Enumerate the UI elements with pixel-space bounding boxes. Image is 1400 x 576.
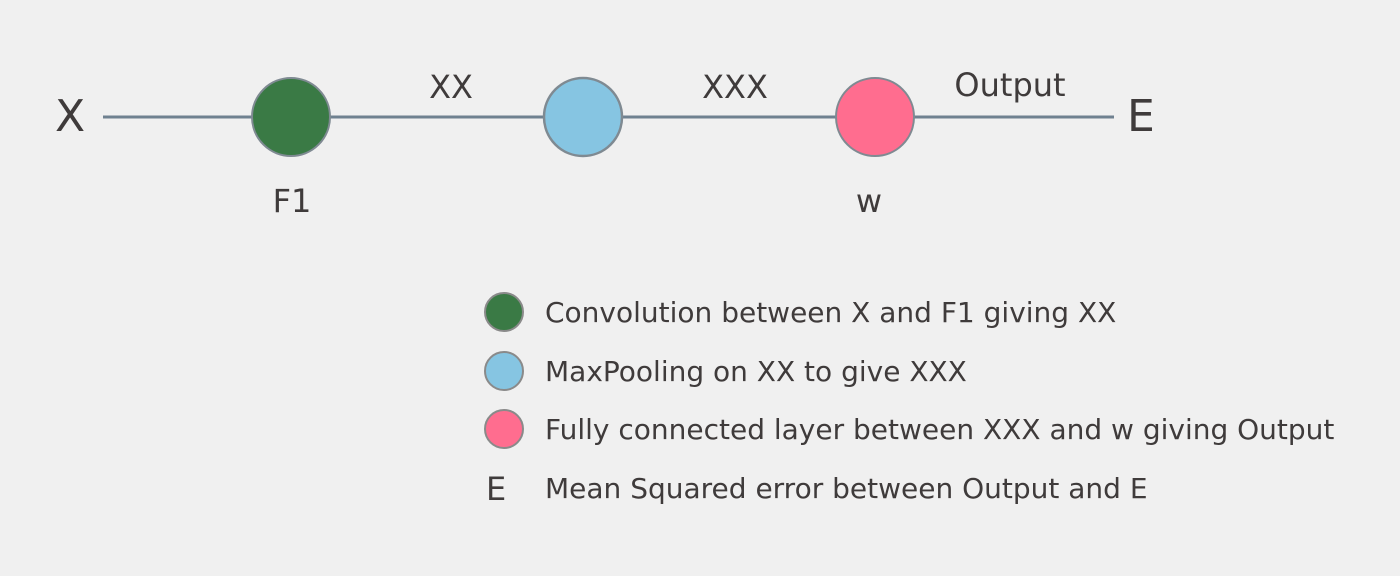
- legend-swatch-fully-connected: [484, 409, 524, 449]
- edge-label-output: Output: [954, 66, 1065, 104]
- legend-item-fully-connected: Fully connected layer between XXX and w …: [482, 409, 1382, 468]
- node-fully-connected: [835, 77, 915, 157]
- legend-label-convolution: Convolution between X and F1 giving XX: [545, 296, 1117, 329]
- legend-item-convolution: Convolution between X and F1 giving XX: [482, 292, 1382, 351]
- node-convolution: [251, 77, 331, 157]
- target-label-e: E: [1127, 91, 1155, 142]
- legend-item-maxpooling: MaxPooling on XX to give XXX: [482, 350, 1382, 410]
- input-label-x: X: [55, 91, 85, 142]
- legend-swatch-convolution: [484, 292, 524, 332]
- legend-label-mse: Mean Squared error between Output and E: [545, 471, 1148, 505]
- legend-letter-e: E: [486, 469, 507, 508]
- node-maxpooling: [542, 76, 624, 158]
- legend: Convolution between X and F1 giving XX M…: [482, 292, 1382, 526]
- edge-label-xxx: XXX: [702, 68, 768, 106]
- edge-label-xx: XX: [429, 68, 473, 106]
- legend-label-fully-connected: Fully connected layer between XXX and w …: [545, 413, 1335, 446]
- node-label-w: w: [856, 182, 882, 220]
- node-label-f1: F1: [273, 182, 312, 220]
- legend-swatch-maxpooling: [484, 350, 524, 391]
- legend-label-maxpooling: MaxPooling on XX to give XXX: [545, 354, 967, 388]
- legend-item-mse: E Mean Squared error between Output and …: [482, 468, 1382, 527]
